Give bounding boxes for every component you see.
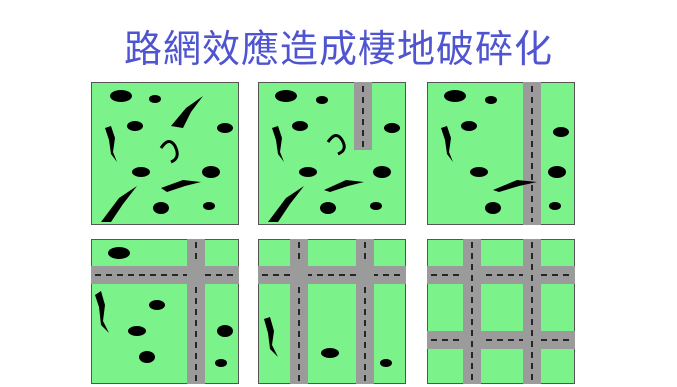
gecko-icon (161, 180, 201, 192)
turtle-icon (128, 326, 146, 336)
frog-icon (139, 351, 155, 363)
lizard-icon (105, 126, 117, 162)
mouse-icon (380, 359, 392, 367)
lizard-icon (95, 291, 109, 333)
turtle-icon (470, 167, 488, 177)
turtle-icon (275, 90, 297, 102)
turtle-icon (108, 247, 130, 259)
frog-icon (485, 202, 501, 214)
gecko-icon (324, 180, 364, 192)
snake-icon (326, 134, 346, 156)
habitat-panel-4 (91, 239, 239, 384)
mouse-icon (215, 359, 227, 367)
habitat-panel-3 (427, 82, 575, 225)
habitat-panel-2 (258, 82, 406, 225)
habitat-panel-1 (91, 82, 239, 225)
mouse-icon (549, 202, 561, 210)
eagle-icon (268, 186, 304, 222)
frog-icon (373, 166, 391, 178)
frog-icon (202, 166, 220, 178)
turtle-icon (132, 167, 150, 177)
habitat-panel-6 (427, 239, 575, 384)
eagle-icon (171, 96, 203, 128)
mouse-icon (370, 202, 382, 210)
crab-icon (461, 121, 477, 131)
crab-icon (384, 123, 400, 133)
crab-icon (292, 121, 308, 131)
frog-icon (320, 202, 336, 214)
snake-icon (159, 140, 179, 164)
lizard-icon (272, 126, 284, 162)
mouse-icon (316, 96, 328, 104)
mouse-icon (203, 202, 215, 210)
road-segment (354, 82, 372, 150)
crab-icon (149, 300, 165, 310)
crab-icon (553, 127, 569, 137)
frog-icon (217, 325, 233, 337)
slide-title: 路網效應造成棲地破碎化 (123, 27, 553, 71)
gecko-icon (493, 180, 537, 192)
lizard-icon (441, 126, 453, 162)
turtle-icon (444, 90, 466, 102)
habitat-panel-5 (258, 239, 406, 384)
eagle-icon (101, 186, 137, 222)
turtle-icon (321, 348, 339, 358)
mouse-icon (149, 95, 161, 103)
mouse-icon (485, 96, 497, 104)
turtle-icon (110, 90, 132, 102)
crab-icon (217, 123, 233, 133)
lizard-icon (264, 317, 278, 357)
frog-icon (153, 202, 169, 214)
turtle-icon (299, 167, 317, 177)
frog-icon (548, 166, 566, 178)
crab-icon (127, 121, 143, 131)
